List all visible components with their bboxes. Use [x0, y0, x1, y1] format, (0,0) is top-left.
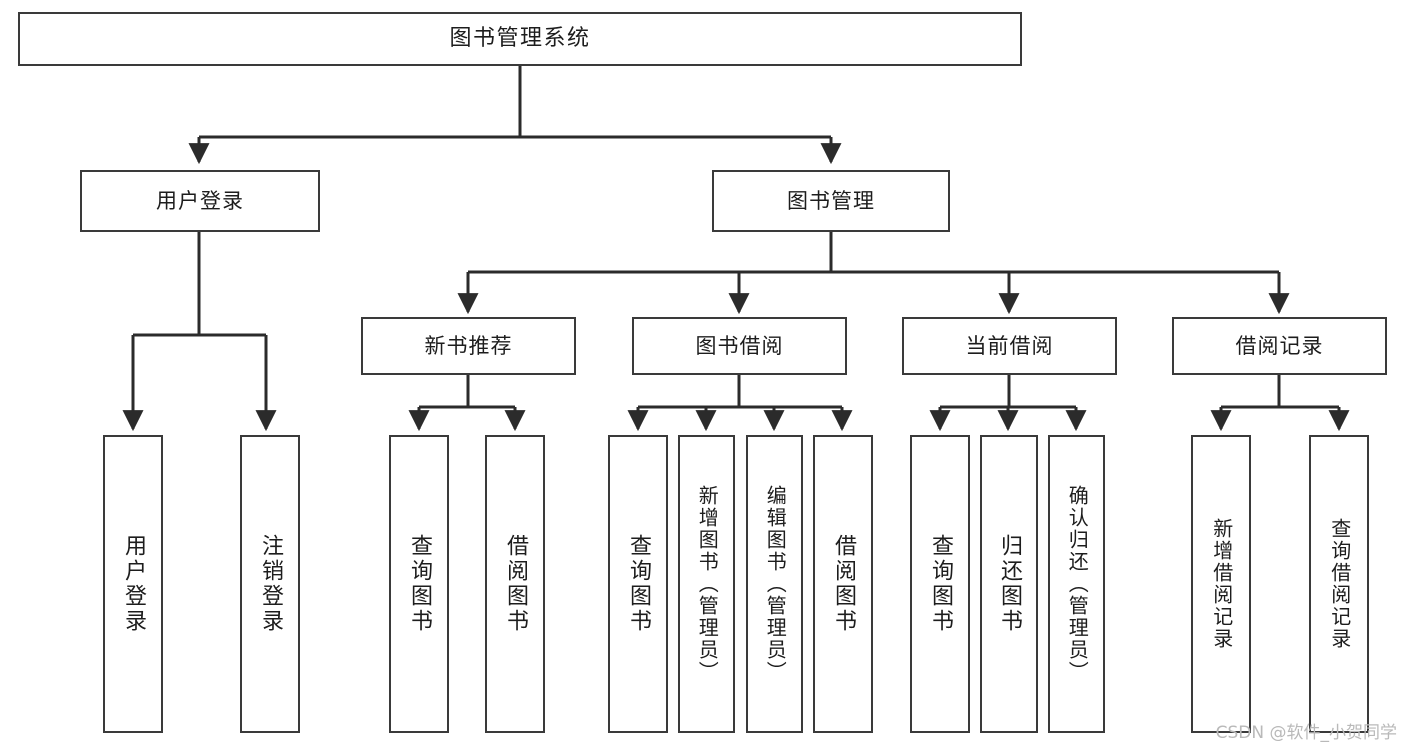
node-label: 确认归还（管理员）	[1065, 485, 1090, 683]
node-label: 归还图书	[996, 534, 1022, 634]
leaf-borrow-records-query[interactable]: 查询借阅记录	[1309, 435, 1369, 733]
csdn-watermark: CSDN @软件_小贺同学	[1215, 723, 1397, 743]
node-borrow-records[interactable]: 借阅记录	[1172, 317, 1387, 375]
node-label: 借阅图书	[502, 534, 528, 634]
leaf-book-borrow-add[interactable]: 新增图书（管理员）	[678, 435, 735, 733]
node-label: 图书管理系统	[449, 26, 591, 52]
leaf-current-borrow-confirm-return[interactable]: 确认归还（管理员）	[1048, 435, 1105, 733]
leaf-new-book-query[interactable]: 查询图书	[389, 435, 449, 733]
node-label: 查询借阅记录	[1327, 518, 1352, 650]
leaf-book-borrow-borrow[interactable]: 借阅图书	[813, 435, 873, 733]
leaf-current-borrow-query[interactable]: 查询图书	[910, 435, 970, 733]
node-label: 注销登录	[257, 534, 283, 634]
node-book-management[interactable]: 图书管理	[712, 170, 950, 232]
leaf-user-login-login[interactable]: 用户登录	[103, 435, 163, 733]
node-label: 用户登录	[120, 534, 146, 634]
node-label: 查询图书	[927, 534, 953, 634]
node-label: 新增图书（管理员）	[695, 485, 720, 683]
node-label: 借阅记录	[1235, 333, 1324, 358]
node-label: 新增借阅记录	[1209, 518, 1234, 650]
leaf-borrow-records-add[interactable]: 新增借阅记录	[1191, 435, 1251, 733]
node-current-borrow[interactable]: 当前借阅	[902, 317, 1117, 375]
node-label: 编辑图书（管理员）	[763, 485, 788, 683]
node-book-borrow[interactable]: 图书借阅	[632, 317, 847, 375]
node-label: 新书推荐	[424, 333, 513, 358]
leaf-new-book-borrow[interactable]: 借阅图书	[485, 435, 545, 733]
leaf-user-login-logout[interactable]: 注销登录	[240, 435, 300, 733]
node-label: 借阅图书	[830, 534, 856, 634]
node-label: 图书借阅	[695, 333, 784, 358]
node-root-system[interactable]: 图书管理系统	[18, 12, 1022, 66]
leaf-current-borrow-return[interactable]: 归还图书	[980, 435, 1038, 733]
node-label: 图书管理	[787, 188, 875, 213]
node-new-book-recommend[interactable]: 新书推荐	[361, 317, 576, 375]
leaf-book-borrow-query[interactable]: 查询图书	[608, 435, 668, 733]
node-label: 用户登录	[156, 188, 244, 213]
node-label: 查询图书	[406, 534, 432, 634]
node-label: 查询图书	[625, 534, 651, 634]
node-user-login[interactable]: 用户登录	[80, 170, 320, 232]
leaf-book-borrow-edit[interactable]: 编辑图书（管理员）	[746, 435, 803, 733]
node-label: 当前借阅	[965, 333, 1054, 358]
